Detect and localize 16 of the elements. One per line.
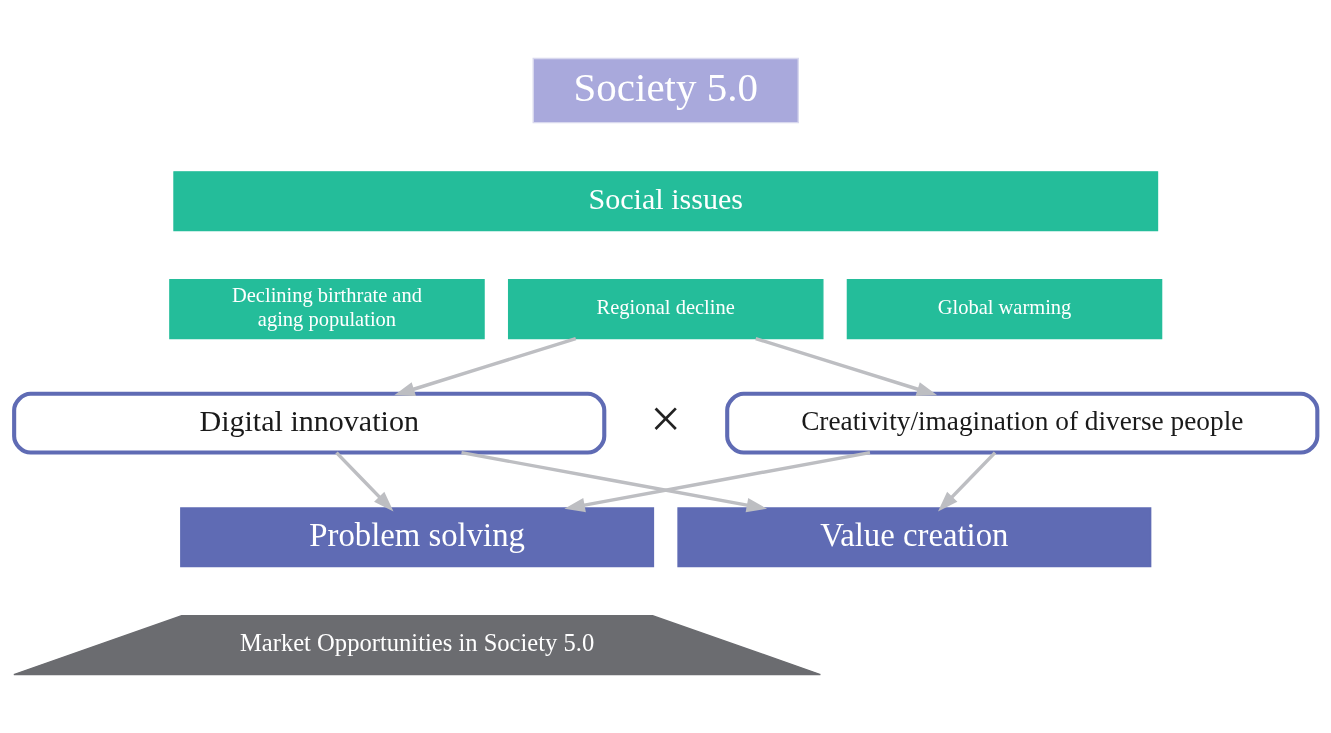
arrow — [394, 336, 577, 397]
node-box: Problem solving — [180, 507, 655, 568]
node-box: Creativity/imagination of diverse people — [725, 391, 1320, 455]
node-box: Global warming — [846, 279, 1163, 340]
node-box: Society 5.0 — [532, 57, 799, 124]
node-box: Social issues — [173, 171, 1159, 232]
arrow — [755, 336, 938, 397]
arrow — [564, 450, 871, 513]
arrow — [461, 450, 768, 513]
arrow — [937, 451, 997, 512]
node-box: Regional decline — [507, 279, 824, 340]
arrow — [335, 451, 394, 512]
node-box: Declining birthrate and aging population — [169, 279, 485, 340]
label: × — [650, 387, 682, 449]
node-box: Value creation — [677, 507, 1152, 568]
node-box: Digital innovation — [12, 391, 607, 455]
